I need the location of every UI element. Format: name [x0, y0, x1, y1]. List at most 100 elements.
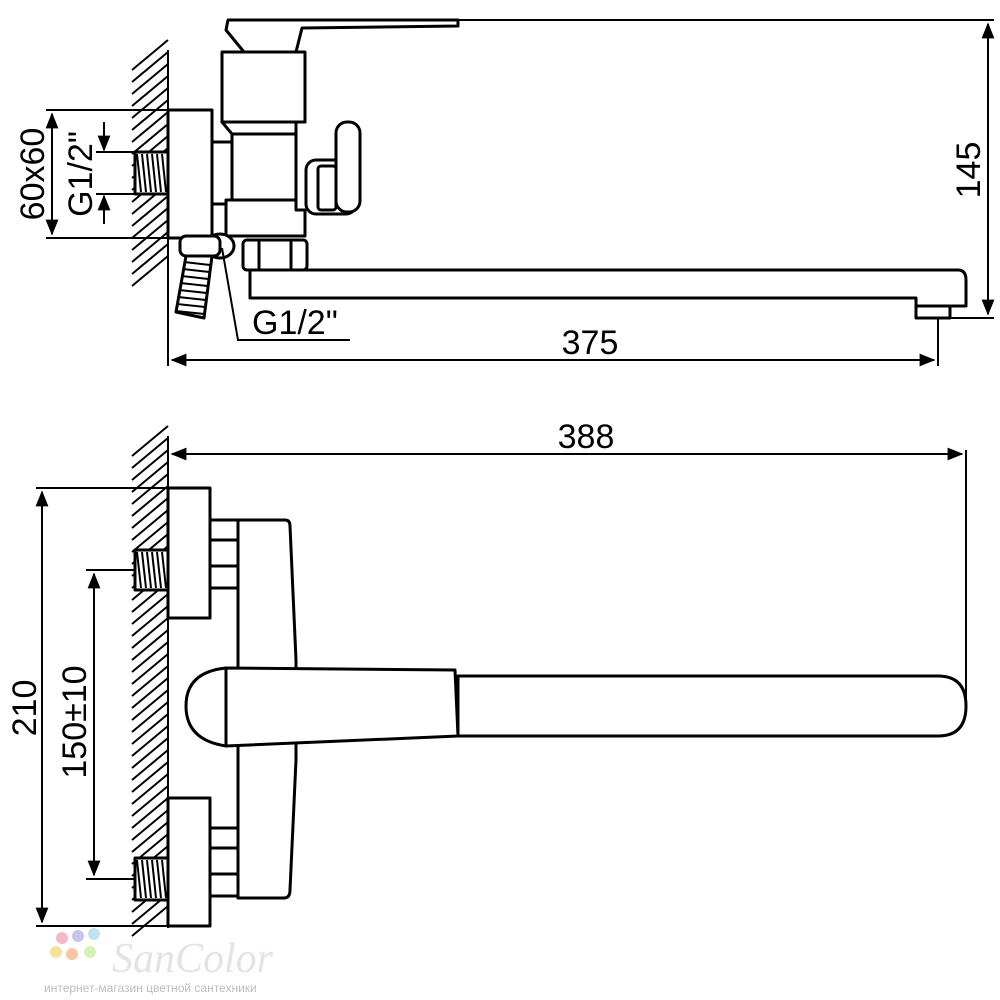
hatch-line — [131, 725, 169, 757]
hatch-line — [131, 773, 169, 805]
hose-rib — [175, 310, 205, 315]
label-overall-length: 388 — [558, 418, 615, 456]
dim-height: 145 — [458, 19, 995, 319]
flange-lower — [166, 796, 212, 928]
hatch-line — [131, 713, 169, 745]
hatch-line — [131, 485, 169, 517]
hatch-line — [131, 797, 169, 829]
label-thread-inlet: G1/2" — [62, 131, 100, 217]
hatch-line — [131, 437, 169, 469]
hose-rib — [176, 303, 206, 308]
hatch-line — [131, 593, 169, 625]
hatch-line — [131, 785, 169, 817]
aerator-top — [914, 304, 952, 320]
thread-ridge — [151, 551, 157, 589]
mixer-body-top — [220, 50, 307, 238]
watermark-dot — [88, 928, 100, 940]
watermark-logo: SanColor интернет-магазин цветной сантех… — [44, 928, 274, 995]
thread-ridge — [146, 859, 152, 899]
spout-top — [248, 268, 968, 308]
watermark-brand: SanColor — [112, 936, 274, 982]
thread-ridge — [156, 153, 162, 193]
hatch-line — [131, 905, 169, 937]
hatch-line — [131, 219, 169, 251]
watermark-tagline: интернет-магазин цветной сантехники — [44, 981, 257, 995]
hatch-line — [131, 243, 169, 275]
hatch-line — [131, 195, 169, 227]
hatch-line — [131, 629, 169, 661]
hatch-line — [131, 641, 169, 673]
spout-front — [456, 674, 968, 738]
hatch-line — [131, 809, 169, 841]
label-thread-outlet: G1/2" — [252, 304, 338, 342]
hatch-line — [131, 255, 169, 287]
hatch-line — [131, 39, 169, 71]
thread-ridge — [161, 153, 167, 193]
hatch-line — [131, 749, 169, 781]
hatch-line — [131, 617, 169, 649]
hatch-line — [131, 75, 169, 107]
thread-ridge — [136, 153, 142, 193]
threaded-inlet-upper — [133, 548, 170, 592]
dim-overall-height: 210 — [6, 487, 168, 927]
dim-centers: 150±10 — [56, 569, 135, 880]
diverter-knob-top — [304, 120, 362, 216]
hatch-line — [131, 509, 169, 541]
hatch-line — [131, 449, 169, 481]
thread-ridge — [141, 859, 147, 899]
watermark-dot — [84, 946, 96, 958]
hatch-line — [131, 689, 169, 721]
hatch-line — [131, 231, 169, 263]
thread-ridge — [141, 153, 147, 193]
hatch-line — [131, 821, 169, 853]
thread-ridge — [136, 859, 142, 899]
front-view: 388 210 150±10 — [6, 418, 968, 937]
hatch-line — [131, 111, 169, 143]
hose-rib — [183, 261, 211, 266]
threaded-inlet-lower — [133, 856, 170, 902]
thread-ridge — [146, 551, 152, 589]
label-centers: 150±10 — [56, 665, 94, 778]
dim-overall-length: 388 — [167, 418, 967, 706]
hatch-line — [131, 87, 169, 119]
watermark-dot — [56, 932, 68, 944]
thread-ridge — [151, 153, 157, 193]
handle-lever-top — [224, 18, 460, 54]
dim-flange-top: 60x60 — [14, 109, 212, 239]
hatch-line — [131, 425, 169, 457]
nut-lower — [208, 826, 240, 898]
hatch-line — [131, 63, 169, 95]
thread-ridge — [146, 153, 152, 193]
dim-thread-inlet: G1/2" — [62, 122, 135, 224]
label-spout-length: 375 — [562, 324, 619, 362]
thread-ridge — [161, 551, 167, 589]
hatch-line — [131, 677, 169, 709]
thread-ridge — [136, 551, 142, 589]
watermark-dot — [66, 948, 78, 960]
hatch-line — [131, 653, 169, 685]
thread-ridge — [141, 551, 147, 589]
thread-ridge — [161, 859, 167, 899]
thread-ridge — [156, 859, 162, 899]
hose-rib — [180, 282, 208, 287]
hatch-line — [131, 605, 169, 637]
hatch-line — [131, 521, 169, 553]
hose-rib — [182, 268, 210, 273]
top-view: 60x60 G1/2" G1/2" 145 375 — [14, 18, 995, 367]
hose-rib — [177, 296, 207, 301]
watermark-dot — [50, 946, 62, 958]
hatch-line — [131, 737, 169, 769]
thread-ridge — [151, 859, 157, 899]
nut-upper — [208, 518, 240, 590]
hose-rib — [179, 289, 207, 294]
label-flange-size: 60x60 — [14, 128, 52, 221]
hatch-line — [131, 123, 169, 155]
flange-upper — [166, 486, 212, 620]
spout-nut-top — [241, 238, 309, 272]
dim-spout-length: 375 — [167, 282, 939, 367]
thread-ridge — [156, 551, 162, 589]
label-height: 145 — [950, 142, 988, 199]
hatch-line — [131, 701, 169, 733]
watermark-dot — [72, 930, 84, 942]
